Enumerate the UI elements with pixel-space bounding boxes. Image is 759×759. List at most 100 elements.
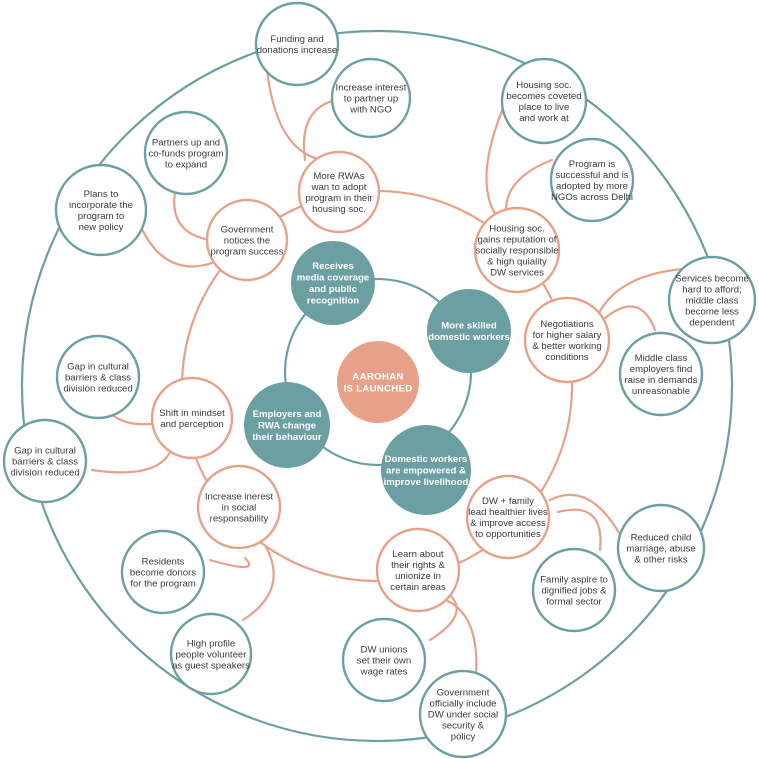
node-funding-donations-label-line: donations increase <box>257 45 338 56</box>
node-services-hard-label-line: middle class <box>686 295 739 306</box>
node-housing-reputation-circle <box>473 206 561 294</box>
node-negotiations-label-line: for higher salary <box>533 330 602 341</box>
node-media-coverage-label-line: Receives <box>312 261 354 272</box>
connector-childrisk-dwfamily <box>548 493 624 540</box>
node-more-rwas-label-line: wan to adopt <box>311 182 367 193</box>
connector-program-reputation <box>504 158 554 214</box>
node-learn-rights-circle <box>375 527 461 613</box>
node-services-hard-label-line: hard to afford; <box>682 284 742 295</box>
node-housing-reputation-label-line: & high quiality <box>487 256 547 267</box>
node-workers-empowered-label-line: are empowered & <box>386 465 466 476</box>
node-government-officially-label-line: officially include <box>429 698 496 709</box>
node-learn-rights-label-line: certain areas <box>390 582 446 593</box>
node-increase-interest-ngo-label-line: Increase interest <box>336 82 407 93</box>
node-services-hard-label-line: become less <box>685 306 739 317</box>
connector-aspire-dwfamily <box>556 508 602 552</box>
node-services-hard-label-line: Services become <box>675 273 749 284</box>
node-skilled-workers-label-line: More skilled <box>441 321 497 332</box>
node-employers-change-label-line: Employers and <box>253 409 322 420</box>
node-employers-change-label-line: their behaviour <box>252 432 322 443</box>
node-partners-up-label-line: Partners up and <box>152 137 220 148</box>
connector-govofficial-learn <box>438 596 478 677</box>
node-dw-unions-label-line: set their own <box>357 655 411 666</box>
node-increase-inerest-label-line: in social <box>222 502 257 513</box>
node-more-rwas-label-line: housing soc. <box>312 204 366 215</box>
node-workers-empowered-circle <box>381 425 471 515</box>
node-media-coverage-label-line: media coverage <box>297 273 370 284</box>
node-increase-inerest-circle <box>196 464 282 550</box>
node-increase-interest-ngo-label-line: to partner up <box>344 93 398 104</box>
node-negotiations-label-line: Negotiations <box>540 319 594 330</box>
node-partners-up-circle <box>143 110 229 196</box>
connector-middleclass-negotiations <box>603 305 657 332</box>
node-media-coverage-label-line: and public <box>309 284 358 295</box>
node-increase-inerest-label-line: responsability <box>210 513 269 524</box>
node-housing-reputation: Housing soc.gains reputation ofsocially … <box>473 206 561 294</box>
node-housing-coveted-label-line: becomes coveted <box>506 91 581 102</box>
node-family-aspire-label-line: formal sector <box>546 596 602 607</box>
node-program-successful-label-line: adopted by more <box>556 181 628 192</box>
connector-residents-increase <box>208 556 251 569</box>
connector-highprofile-increase <box>241 543 275 622</box>
node-increase-interest-ngo-circle <box>330 57 412 139</box>
node-plans-policy-label-line: Plans to <box>84 189 119 200</box>
node-media-coverage-label-line: recognition <box>307 296 359 307</box>
node-government-notices-label-line: notices the <box>224 235 270 246</box>
node-gap-cultural-outer-label-line: division reduced <box>10 467 79 478</box>
node-learn-rights-label-line: unionize in <box>395 571 441 582</box>
node-housing-reputation-label-line: DW services <box>490 267 544 278</box>
node-program-successful-circle <box>549 137 635 223</box>
node-government-notices-label-line: program success <box>210 246 283 257</box>
node-dw-unions-label-line: wage rates <box>360 666 408 677</box>
node-employers-change-circle <box>244 382 330 468</box>
node-increase-interest-ngo-label-line: with NGO <box>349 104 392 115</box>
node-workers-empowered-label-line: Domestic workers <box>385 454 468 465</box>
node-housing-reputation-label-line: socially responsible <box>475 245 558 256</box>
node-gap-cultural-outer-label-line: barriers & class <box>12 456 78 467</box>
outer-ring <box>20 29 734 743</box>
node-dw-family-circle <box>465 474 551 560</box>
node-funding-donations-circle <box>254 1 340 87</box>
node-increase-inerest-label-line: Increase inerest <box>205 491 274 502</box>
node-middle-class-circle <box>618 331 704 417</box>
connector-ngo-rwas <box>302 98 337 162</box>
node-residents-donors-circle <box>120 529 206 615</box>
node-partners-up-label-line: to expand <box>165 159 207 170</box>
node-negotiations-label-line: conditions <box>545 352 588 363</box>
node-dw-family-label-line: to opportunities <box>475 529 541 540</box>
node-housing-coveted-label-line: place to live <box>519 102 570 113</box>
node-plans-policy-label-line: new policy <box>79 222 124 233</box>
node-services-hard-label-line: dependent <box>689 317 735 328</box>
node-plans-policy-circle <box>54 163 148 257</box>
node-program-successful-label-line: Program is <box>569 159 616 170</box>
node-government-notices-circle <box>205 198 289 282</box>
node-gap-cultural-outer-label-line: Gap in cultural <box>14 445 76 456</box>
node-more-rwas-label-line: More RWAs <box>313 171 364 182</box>
node-government-officially-label-line: Government <box>437 687 490 698</box>
node-family-aspire-label-line: dignified jobs & <box>541 585 607 596</box>
node-housing-reputation-label-line: Housing soc. <box>489 223 544 234</box>
node-government-officially-circle <box>418 669 508 759</box>
node-more-rwas-label-line: program in their <box>305 193 373 204</box>
